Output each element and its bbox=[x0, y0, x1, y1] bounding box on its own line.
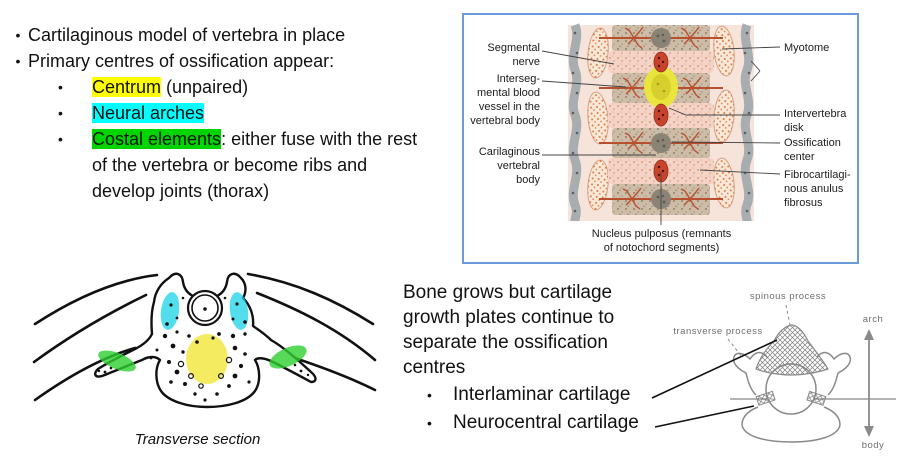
leader-lines bbox=[541, 46, 781, 225]
label-spinous-process: spinous process bbox=[749, 291, 827, 302]
label-cartilaginous-body: Carilaginous vertebral body bbox=[478, 146, 540, 186]
bullet-item-2: • Primary centres of ossification appear… bbox=[8, 48, 428, 74]
bullet-icon: • bbox=[15, 27, 21, 43]
transverse-section-caption: Transverse section bbox=[134, 431, 261, 448]
nucleus-pulposus bbox=[653, 51, 669, 183]
bullet-icon: • bbox=[15, 53, 21, 69]
stipple-dots bbox=[97, 296, 310, 402]
bullet-text: Neural arches bbox=[92, 100, 428, 126]
vertebra-figure: spinous process transverse process arch … bbox=[650, 285, 902, 471]
neural-canal bbox=[186, 289, 224, 327]
sub-bullet-centrum: • Centrum (unpaired) bbox=[8, 74, 428, 100]
highlight-costal-elements: Costal elements bbox=[92, 129, 222, 149]
embryo-figure: Segmental nerve Interseg- mental blood v… bbox=[462, 13, 859, 264]
bullet-text: Costal elements: either fuse with the re… bbox=[92, 126, 428, 204]
label-intersegmental-vessel: Interseg- mental blood vessel in the ver… bbox=[470, 73, 540, 127]
bullet-text: Cartilaginous model of vertebra in place bbox=[28, 25, 346, 45]
label-nucleus-pulposus: Nucleus pulposus (remnants of notochord … bbox=[591, 228, 732, 254]
label-segmental-nerve: Segmental nerve bbox=[487, 42, 540, 68]
growth-item-neurocentral: • Neurocentral cartilage bbox=[403, 410, 658, 436]
bullet-text: Interlaminar cartilage bbox=[453, 384, 631, 405]
embryo-illustration bbox=[541, 23, 781, 225]
label-intervertebral-disk: Intervertebra disk bbox=[784, 108, 847, 134]
label-arch: arch bbox=[862, 314, 884, 325]
nucleus-dots bbox=[657, 56, 665, 177]
arch-body-arrow bbox=[864, 329, 874, 437]
bullet-icon: • bbox=[427, 415, 432, 431]
highlighted-ossification-center bbox=[644, 66, 678, 108]
bullet-item-1: • Cartilaginous model of vertebra in pla… bbox=[8, 22, 428, 48]
growth-paragraph: Bone grows but cartilage growth plates c… bbox=[403, 282, 615, 378]
bullet-text-rest: (unpaired) bbox=[161, 77, 249, 97]
label-transverse-process: transverse process bbox=[673, 326, 763, 337]
highlight-neural-arches: Neural arches bbox=[92, 103, 205, 123]
bullet-text: Centrum (unpaired) bbox=[92, 74, 428, 100]
transverse-section-figure bbox=[5, 272, 390, 430]
bullet-text-rest: : either fuse with the rest of the verte… bbox=[92, 129, 418, 201]
neural-arch-highlights bbox=[160, 292, 249, 330]
dashed-leaders bbox=[727, 304, 791, 358]
sub-bullet-costal-elements: • Costal elements: either fuse with the … bbox=[8, 126, 428, 204]
growth-item-interlaminar: • Interlaminar cartilage bbox=[403, 382, 658, 408]
vertebra-diagram bbox=[651, 304, 896, 443]
bullet-text: Primary centres of ossification appear: bbox=[28, 51, 335, 71]
pointer-lines bbox=[651, 339, 778, 428]
ectoderm-band bbox=[568, 23, 754, 222]
vertebra-outline-gray bbox=[732, 351, 852, 443]
ring-stipples bbox=[177, 356, 233, 389]
label-myotome: Myotome bbox=[784, 42, 830, 54]
neurocentral-cartilage-hatch bbox=[755, 390, 827, 406]
costal-element-highlights bbox=[98, 345, 307, 372]
bullet-list: • Cartilaginous model of vertebra in pla… bbox=[8, 22, 428, 204]
label-ossification-center: Ossification center bbox=[784, 137, 841, 163]
transverse-sketch bbox=[32, 272, 377, 409]
label-fibrocartilaginous-anulus: Fibrocartilagi- nous anulus fibrosus bbox=[784, 169, 851, 209]
bullet-icon: • bbox=[427, 387, 432, 403]
growth-panel: Bone grows but cartilage growth plates c… bbox=[403, 280, 658, 436]
sub-bullet-neural-arches: • Neural arches bbox=[8, 100, 428, 126]
bullet-icon: • bbox=[58, 131, 63, 147]
bullet-icon: • bbox=[58, 105, 63, 121]
centrum-highlight bbox=[186, 334, 228, 384]
bullet-icon: • bbox=[58, 79, 63, 95]
highlight-centrum: Centrum bbox=[92, 77, 162, 97]
bullet-text: Neurocentral cartilage bbox=[453, 412, 639, 433]
label-body: body bbox=[861, 440, 885, 451]
